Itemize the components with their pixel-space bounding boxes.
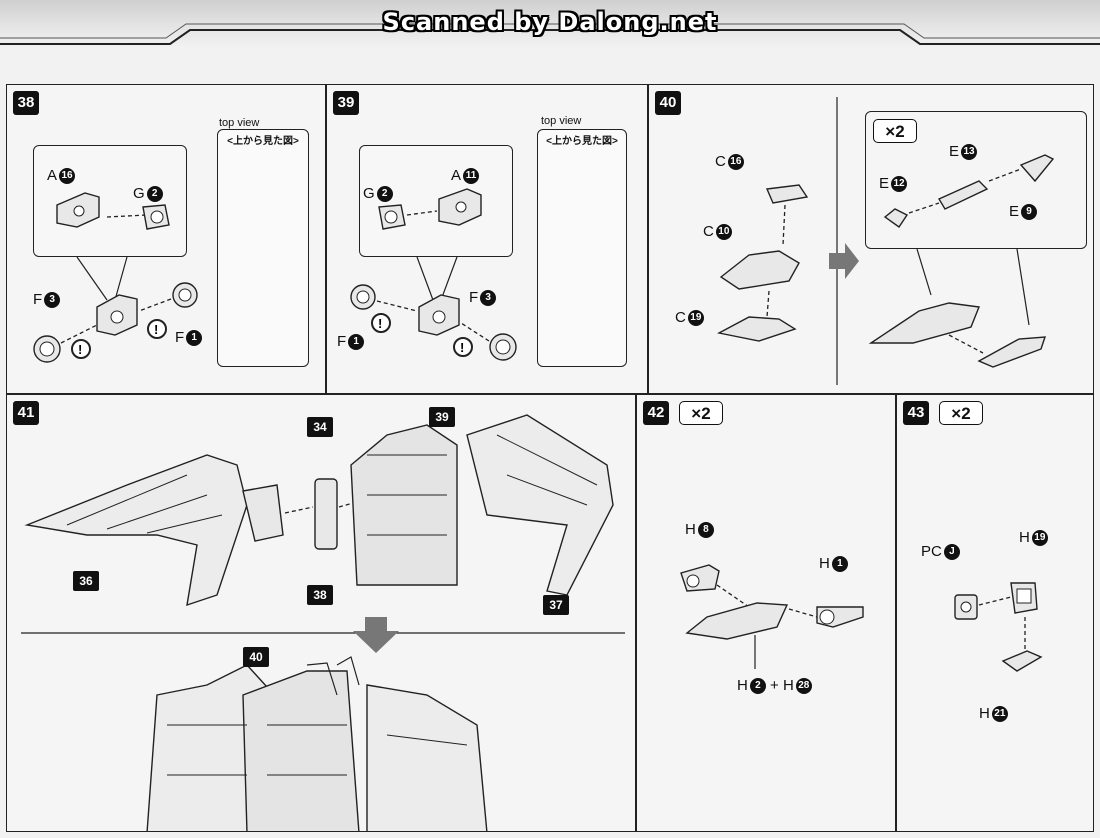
ref-38: 38 xyxy=(307,585,333,605)
step-43-diagram xyxy=(954,582,1043,672)
scan-credit-title: Scanned by Dalong.net xyxy=(382,8,718,36)
top-view-label: top view xyxy=(219,117,260,129)
step-41-panel: 41 34 39 36 38 37 40 xyxy=(6,394,636,832)
step-40-inset-box xyxy=(865,111,1087,249)
top-view-box: <上から見た図> xyxy=(537,129,627,367)
step-43-number: 43 xyxy=(903,401,929,425)
step-41-number: 41 xyxy=(13,401,39,425)
svg-text:!: ! xyxy=(154,322,158,337)
step-43-quantity: ×2 xyxy=(939,401,983,425)
step-41-diagram xyxy=(21,414,625,831)
step-38-detail-box xyxy=(33,145,187,257)
step-40-number: 40 xyxy=(655,91,681,115)
banner-frame-lines xyxy=(0,23,1100,45)
step-38-number: 38 xyxy=(13,91,39,115)
step-40-quantity: ×2 xyxy=(873,119,917,143)
ref-34: 34 xyxy=(307,417,333,437)
step-42-quantity: ×2 xyxy=(679,401,723,425)
top-view-jp-label: <上から見た図> xyxy=(546,136,618,147)
ref-36: 36 xyxy=(73,571,99,591)
top-view-box: <上から見た図> xyxy=(217,129,309,367)
step-42-number: 42 xyxy=(643,401,669,425)
ref-37: 37 xyxy=(543,595,569,615)
svg-text:!: ! xyxy=(460,340,464,355)
ref-40: 40 xyxy=(243,647,269,667)
top-view-label: top view xyxy=(541,115,582,127)
top-view-jp-label: <上から見た図> xyxy=(227,136,299,147)
ref-39: 39 xyxy=(429,407,455,427)
svg-text:!: ! xyxy=(78,342,82,357)
svg-text:!: ! xyxy=(378,316,382,331)
step-39-number: 39 xyxy=(333,91,359,115)
header-banner: Scanned by Dalong.net xyxy=(0,0,1100,48)
step-40-diagram xyxy=(716,97,1055,385)
step-42-diagram xyxy=(680,564,864,669)
